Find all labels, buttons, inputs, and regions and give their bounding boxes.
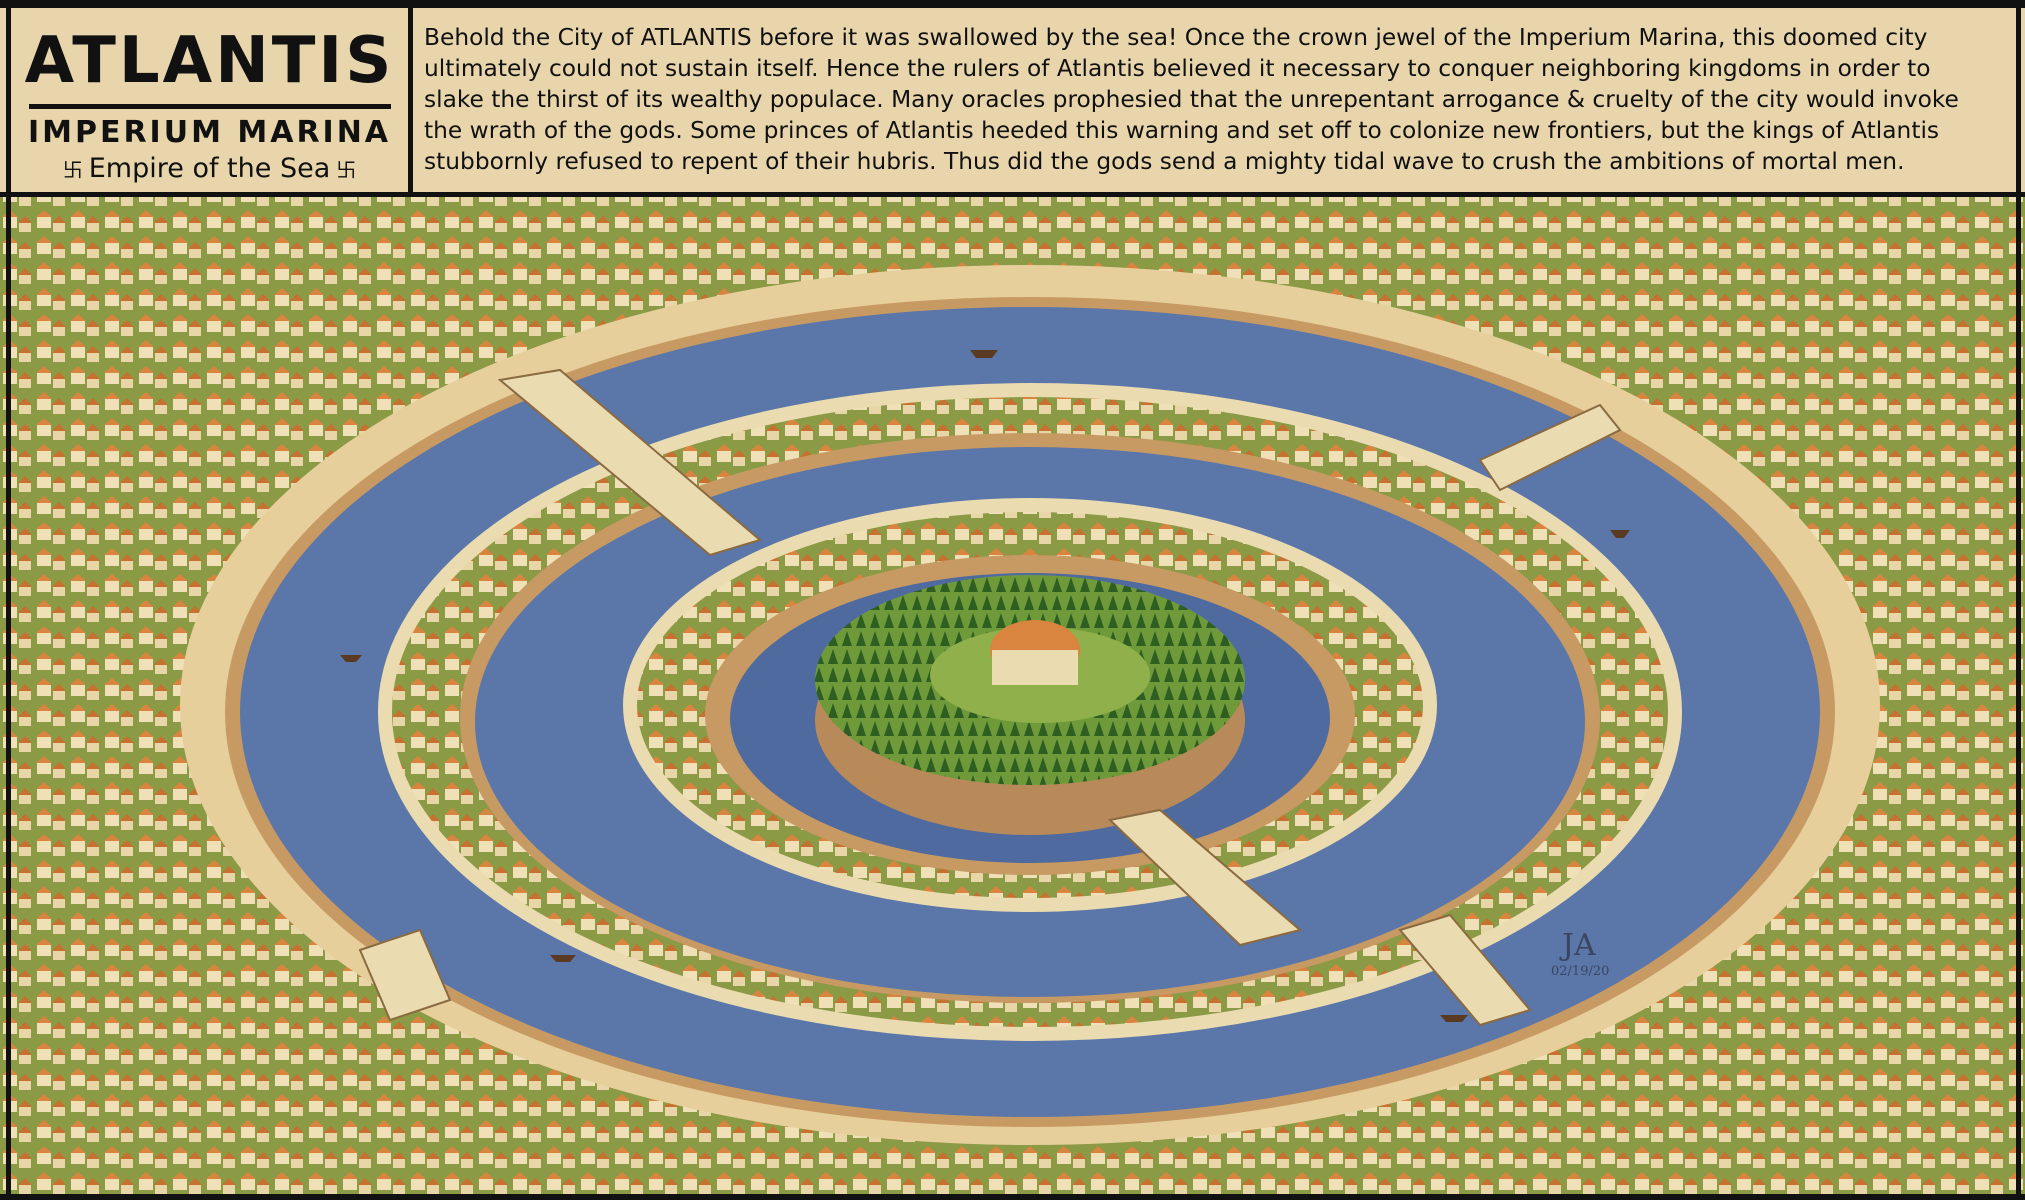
ships — [340, 350, 1630, 1022]
signature-date: 02/19/20 — [1551, 964, 1609, 979]
frame-border — [0, 0, 2025, 8]
bridges — [358, 368, 1622, 1027]
description-line: Behold the City of ATLANTIS before it wa… — [424, 24, 1928, 51]
emblem-icon: 卐 — [62, 158, 83, 182]
ship-icon — [1610, 530, 1630, 538]
ship-icon — [340, 655, 362, 662]
frame-border — [2016, 0, 2021, 1200]
bridge — [1107, 808, 1303, 947]
first-ring-wall — [378, 383, 1682, 1041]
bridge — [358, 928, 452, 1022]
ship-icon — [1440, 1015, 1468, 1022]
frame-border — [6, 0, 11, 1200]
second-ring-wall — [623, 498, 1437, 912]
bridge — [497, 368, 763, 557]
map-subtitle: IMPERIUM MARINA — [27, 115, 392, 150]
artist-signature: JA — [1559, 928, 1596, 963]
emblem-icon: 卐 — [336, 158, 357, 182]
description-line: slake the thirst of its wealthy populace… — [424, 86, 1959, 113]
frame-border — [0, 1194, 2025, 1200]
ship-icon — [970, 350, 998, 358]
title-divider — [28, 104, 391, 109]
description-line: stubbornly refused to repent of their hu… — [424, 148, 1905, 175]
description-line: ultimately could not sustain itself. Hen… — [424, 55, 1931, 82]
map-title: ATLANTIS — [24, 24, 395, 98]
ship-icon — [550, 955, 576, 962]
bridge — [1478, 403, 1622, 492]
temple-base — [992, 650, 1078, 685]
tagline-text: Empire of the Sea — [88, 153, 331, 184]
description-line: the wrath of the gods. Some princes of A… — [424, 117, 1940, 144]
bridge — [1398, 913, 1532, 1027]
map-description: Behold the City of ATLANTIS before it wa… — [424, 22, 2014, 177]
city-illustration: JA 02/19/20 — [0, 197, 2025, 1200]
